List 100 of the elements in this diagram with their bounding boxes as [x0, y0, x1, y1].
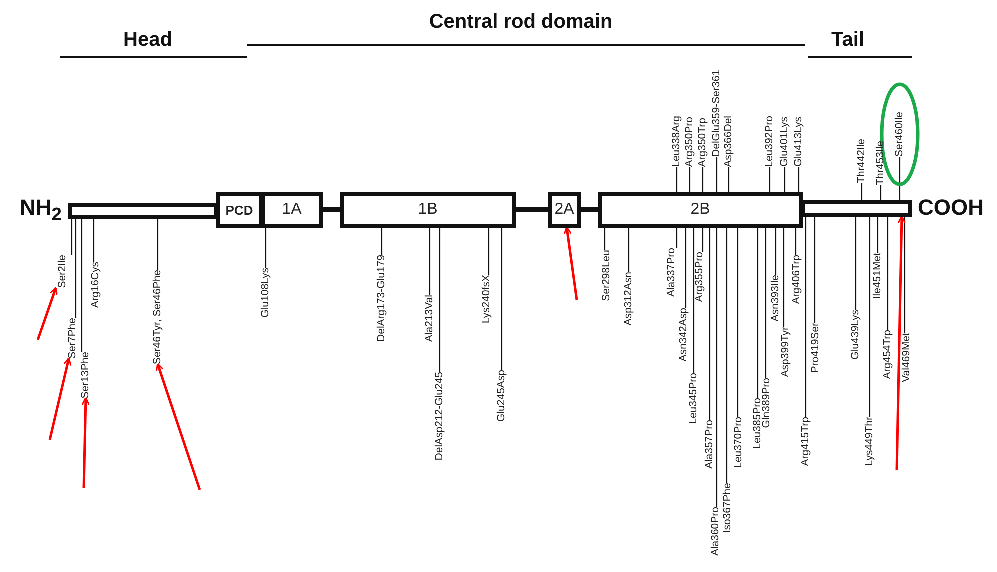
leader-line — [769, 167, 771, 192]
region-heading: Tail — [832, 28, 864, 52]
leader-line — [765, 228, 767, 378]
mutation-label: Asp399Tyr — [780, 327, 792, 378]
leader-line — [869, 217, 871, 417]
leader-line — [676, 228, 678, 248]
leader-line — [899, 157, 901, 200]
leader-line — [716, 157, 718, 192]
leader-line — [716, 228, 718, 507]
leader-line — [689, 167, 691, 192]
leader-line — [783, 228, 785, 327]
leader-line — [604, 228, 606, 250]
leader-line — [814, 217, 816, 323]
mutation-label: Lys449Thr — [864, 417, 876, 466]
arrow — [564, 226, 578, 300]
terminus-label: NH$_{2}$ — [20, 194, 62, 226]
leader-line — [265, 228, 267, 268]
arrow — [36, 286, 58, 340]
mutation-label: DelAsp212-Glu245 — [434, 372, 446, 461]
mutation-label: Ser13Phe — [80, 352, 92, 399]
domain-box — [598, 192, 803, 228]
mutation-label: Arg350Pro — [684, 116, 696, 167]
mutation-label: Asn393Ile — [770, 275, 782, 322]
leader-line — [887, 217, 889, 330]
mutation-label: Ala357Pro — [704, 420, 716, 470]
leader-line — [709, 228, 711, 420]
arrow — [48, 358, 72, 440]
leader-line — [757, 228, 759, 398]
domain-box — [340, 192, 516, 228]
leader-line — [726, 228, 728, 483]
leader-line — [861, 183, 863, 200]
mutation-label: Glu439Lys — [850, 310, 862, 360]
domain-box — [261, 192, 323, 228]
leader-line — [880, 185, 882, 200]
mutation-label: DelArg173-Glu179 — [376, 255, 388, 342]
leader-line — [676, 167, 678, 192]
leader-line — [71, 219, 73, 255]
leader-line — [501, 228, 503, 370]
linker-bar — [801, 200, 912, 217]
leader-line — [429, 228, 431, 295]
mutation-label: Ser2Ile — [58, 255, 68, 288]
mutation-label: Arg350Trp — [698, 118, 708, 167]
mutation-label: Glu108Lys — [260, 268, 272, 318]
mutation-label: Ser46Tyr, Ser46Phe — [152, 270, 164, 365]
terminus-label: COOH — [918, 194, 984, 220]
domain-label: 1A — [282, 201, 302, 219]
leader-line — [439, 228, 441, 372]
region-heading: Central rod domain — [429, 10, 613, 34]
mutation-label: Asn342Asp — [678, 308, 690, 362]
mutation-label: Glu245Asp — [496, 370, 508, 422]
domain-box — [548, 192, 581, 228]
domain-label: 2B — [690, 201, 710, 219]
mutation-label: Val469Met — [902, 333, 912, 382]
leader-line — [693, 228, 695, 373]
domain-label: 2A — [554, 201, 574, 219]
leader-line — [93, 219, 95, 262]
mutation-label: Ser460Ile — [894, 112, 906, 157]
leader-line — [488, 228, 490, 275]
mutation-label: Arg454Trp — [882, 330, 894, 380]
mutation-label: Arg355Pro — [694, 252, 706, 302]
leader-line — [685, 228, 687, 308]
leader-line — [798, 167, 800, 192]
mutation-label: Ile451Met — [872, 253, 884, 300]
region-heading: Head — [124, 28, 172, 52]
arrow — [896, 216, 906, 470]
mutation-label: DelGlu359-Ser361 — [712, 70, 722, 157]
leader-line — [702, 228, 704, 252]
mutation-label: Asp312Asn — [624, 272, 634, 326]
leader-line — [775, 228, 777, 275]
domain-label: PCD — [226, 202, 254, 218]
mutation-label: Ser298Leu — [602, 250, 612, 302]
leader-line — [628, 228, 630, 272]
mutation-label: Iso367Phe — [722, 483, 734, 534]
mutation-label: Ala337Pro — [666, 248, 678, 298]
leader-line — [702, 167, 704, 192]
linker-bar — [68, 203, 218, 219]
mutation-label: Glu401Lys — [780, 117, 790, 167]
leader-line — [81, 219, 83, 352]
mutation-label: Leu345Pro — [688, 373, 700, 424]
mutation-label: Ala360Pro — [710, 507, 722, 556]
linker-line — [323, 208, 340, 212]
leader-line — [877, 217, 879, 253]
leader-line — [728, 167, 730, 192]
mutation-label: Pro419Ser — [810, 323, 822, 374]
mutation-label: Glu413Lys — [794, 117, 804, 167]
mutation-label: Ser7Phe — [68, 318, 78, 359]
linker-line — [581, 208, 598, 212]
arrow — [82, 397, 90, 488]
leader-line — [805, 217, 807, 417]
mutation-label: Lys240fsX — [482, 275, 492, 324]
domain-label: 1B — [418, 201, 438, 219]
leader-line — [75, 219, 77, 318]
mutation-label: Thr453Ile — [876, 140, 886, 185]
leader-line — [157, 219, 159, 270]
arrow — [156, 363, 202, 490]
leader-line — [795, 228, 797, 255]
mutation-label: Arg406Trp — [792, 255, 802, 304]
mutation-label: Arg415Trp — [800, 417, 812, 466]
mutation-label: Arg16Cys — [90, 262, 102, 308]
mutation-label: Gln389Pro — [762, 378, 772, 428]
